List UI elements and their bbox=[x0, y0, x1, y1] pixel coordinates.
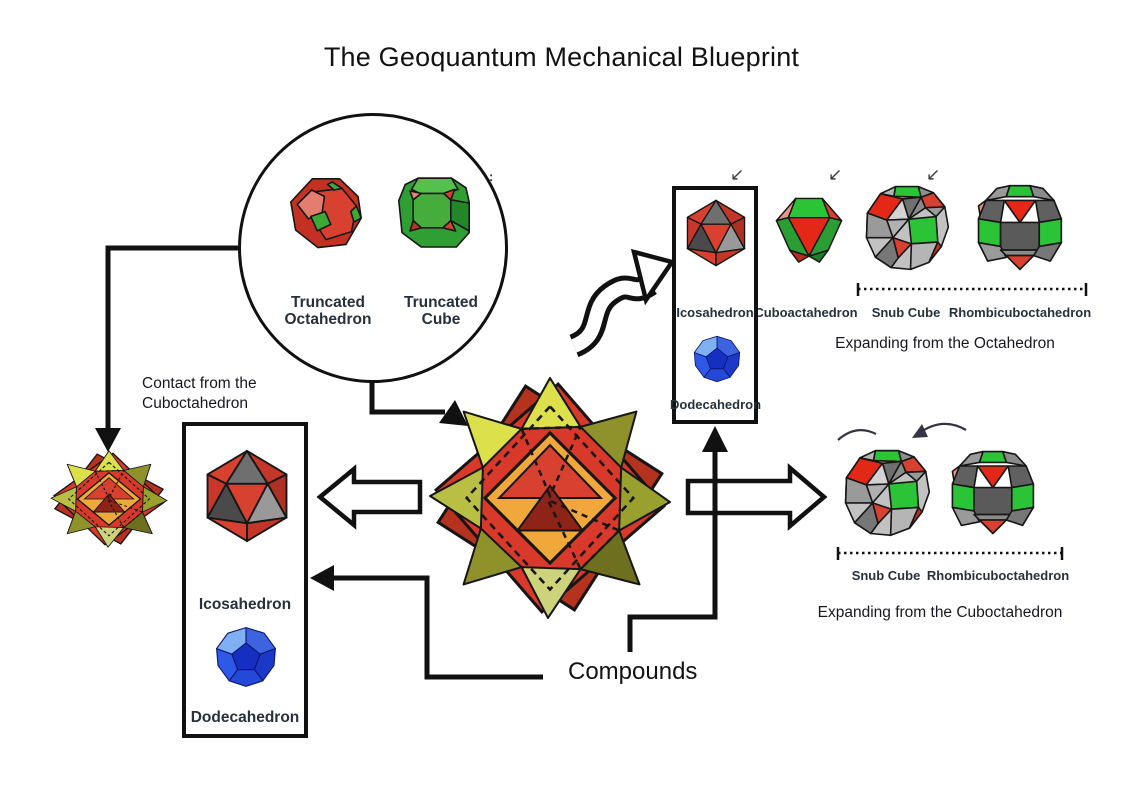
snub-cube-label-top: Snub Cube bbox=[871, 305, 941, 320]
expanding-cuboctahedron-note: Expanding from the Cuboctahedron bbox=[817, 604, 1063, 621]
compounds-connector-up bbox=[627, 426, 728, 652]
arrow-circle-to-small-compound bbox=[95, 245, 238, 452]
icosahedron-label-left: Icosahedron bbox=[198, 596, 292, 613]
truncated-octahedron-figure bbox=[289, 178, 363, 249]
left-duals-box: Icosahedron Dodecahedron bbox=[182, 422, 308, 738]
dotted-range-cuboctahedron bbox=[836, 547, 1064, 560]
truncated-octahedron-label: Truncated Octahedron bbox=[284, 294, 372, 329]
rhombicuboctahedron-label-mid: Rhombicuboctahedron bbox=[926, 568, 1070, 583]
snub-cube-label-mid: Snub Cube bbox=[851, 568, 921, 583]
compounds-connector-left bbox=[310, 565, 543, 680]
truncated-cube-label: Truncated Cube bbox=[403, 294, 479, 329]
cuboctahedron-figure bbox=[775, 197, 843, 263]
right-duals-box: Icosahedron Dodecahedron bbox=[670, 186, 762, 424]
dotted-range-octahedron bbox=[856, 283, 1088, 296]
contact-note: Contact from the Cuboctahedron bbox=[142, 375, 257, 413]
dodecahedron-label-right: Dodecahedron bbox=[670, 397, 762, 412]
hollow-arrow-right bbox=[685, 463, 828, 531]
arc-arrow-left bbox=[837, 429, 877, 441]
hollow-arrow-left bbox=[316, 464, 423, 530]
sw-arrow-icon-2: ↙ bbox=[828, 165, 843, 184]
icosahedron-label-right: Icosahedron bbox=[676, 305, 754, 320]
rhombicuboctahedron-figure-top bbox=[977, 184, 1063, 271]
s-curve-arrow bbox=[568, 248, 676, 358]
arc-arrow-right bbox=[912, 422, 967, 438]
rhombicuboctahedron-label-top: Rhombicuboctahedron bbox=[948, 305, 1092, 320]
page-title: The Geoquantum Mechanical Blueprint bbox=[323, 42, 800, 72]
stray-colon-mark: : bbox=[489, 169, 494, 184]
truncated-solids-circle: Truncated Octahedron Truncated Cube bbox=[238, 113, 508, 383]
expanding-octahedron-note: Expanding from the Octahedron bbox=[835, 335, 1055, 352]
icosahedron-figure-left bbox=[206, 449, 288, 543]
dodecahedron-label-left: Dodecahedron bbox=[190, 709, 300, 726]
truncated-cube-figure bbox=[397, 177, 471, 248]
dodecahedron-figure-left bbox=[216, 627, 276, 687]
small-compound-figure bbox=[50, 450, 168, 548]
dodecahedron-figure-right bbox=[693, 335, 741, 383]
snub-cube-figure-top bbox=[865, 185, 950, 271]
cuboctahedron-label: Cuboactahedron bbox=[754, 305, 858, 320]
rhombicuboctahedron-figure-mid bbox=[951, 450, 1035, 535]
compounds-label: Compounds bbox=[568, 658, 698, 685]
icosahedron-figure-right bbox=[686, 199, 746, 267]
sw-arrow-icon-3: ↙ bbox=[926, 165, 941, 184]
arrow-circle-to-compound bbox=[369, 381, 468, 426]
center-compound-figure bbox=[428, 376, 672, 620]
snub-cube-figure-mid bbox=[844, 449, 931, 537]
sw-arrow-icon-1: ↙ bbox=[730, 165, 745, 184]
